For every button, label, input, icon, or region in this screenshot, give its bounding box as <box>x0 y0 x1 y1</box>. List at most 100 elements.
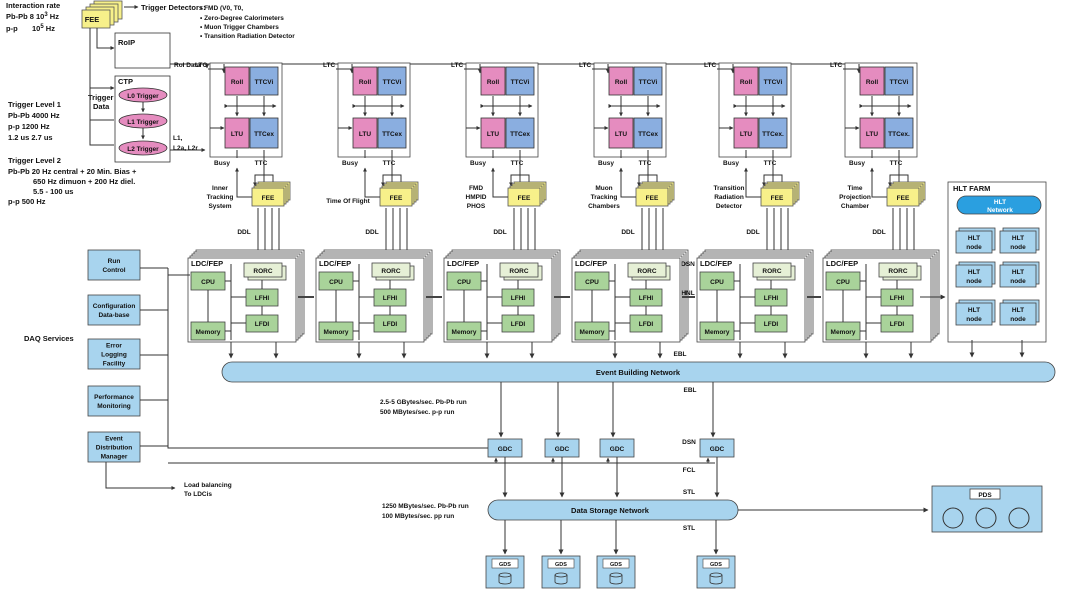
trigger-fee-stack: FEE <box>81 0 123 29</box>
gds-label: GDS <box>710 562 722 568</box>
busy-label: Busy <box>342 160 358 167</box>
ttc-label: TTC <box>255 160 268 167</box>
detector-name-line-3: Detector <box>716 203 743 210</box>
detector-name-line-2: Radiation <box>714 194 744 201</box>
gds-1: GDS <box>485 520 525 589</box>
lfhi-label: LFHI <box>383 295 398 302</box>
rorc-label: RORC <box>637 268 656 275</box>
stl-label-top: STL <box>683 489 695 496</box>
tape-reel-1 <box>942 507 964 529</box>
ltc-label: LTC <box>195 62 207 69</box>
roll-box <box>480 66 506 96</box>
rorc-box <box>752 262 792 278</box>
detector-name-line-2: HMPID <box>466 194 487 201</box>
pp-rate-unit: Hz <box>44 24 56 33</box>
event-building-network <box>221 361 1056 383</box>
ldc-fep-label: LDC/FEP <box>575 259 607 268</box>
lfhi-label: LFHI <box>890 295 905 302</box>
rorc-label: RORC <box>381 268 400 275</box>
detector-name-line-2: Tracking <box>591 194 618 201</box>
gdc-label: GDC <box>710 446 725 453</box>
service-label-line-3: Manager <box>101 454 128 461</box>
svg-text:Pb-Pb 8 103 Hz: Pb-Pb 8 103 Hz <box>6 12 59 21</box>
roll-box <box>352 66 378 96</box>
ltu-box <box>733 117 759 149</box>
pp-label: p-p <box>6 24 18 33</box>
ldc-fep-label: LDC/FEP <box>319 259 351 268</box>
l0-trigger-label: L0 Trigger <box>127 93 159 100</box>
cpu-label: CPU <box>457 279 471 286</box>
ldc-fep-label: LDC/FEP <box>191 259 223 268</box>
rorc-label: RORC <box>762 268 781 275</box>
ltc-label: LTC <box>830 62 842 69</box>
trigger-level-2-line1: Pb-Pb 20 Hz central + 20 Min. Bias + <box>8 167 137 176</box>
roip-label: RoIP <box>118 38 135 47</box>
fee-label: FEE <box>771 195 784 202</box>
stl-label-bottom: STL <box>683 525 695 532</box>
roll-label: Roll <box>615 79 627 86</box>
ltc-label: LTC <box>451 62 463 69</box>
ltu-label: LTU <box>359 131 371 138</box>
l-labels-1: L1, <box>173 135 183 142</box>
trigger-level-1-block: Trigger Level 1 Pb-Pb 4000 Hz p-p 1200 H… <box>8 100 61 142</box>
roll-box <box>733 66 759 96</box>
trigger-level-2-block: Trigger Level 2 Pb-Pb 20 Hz central + 20… <box>8 156 137 206</box>
service-label-line-2: Logging <box>101 352 127 359</box>
ttc-label: TTC <box>764 160 777 167</box>
trigger-level-1-latency: 1.2 us 2.7 us <box>8 133 53 142</box>
hlt-node-label-1: HLT <box>1012 307 1024 314</box>
interaction-rate-block: Interaction rate Pb-Pb 8 103 Hz p-p 105 … <box>6 1 60 33</box>
rorc-label: RORC <box>509 268 528 275</box>
cpu-label: CPU <box>710 279 724 286</box>
fcl-label: FCL <box>683 467 696 474</box>
hlt-node-label-2: node <box>966 278 982 285</box>
fee-label: FEE <box>897 195 910 202</box>
trigger-detector-3: • Muon Trigger Chambers <box>200 24 279 31</box>
ltc-label: LTC <box>323 62 335 69</box>
hlt-network-label-2: Network <box>987 207 1013 214</box>
gdc-label: GDC <box>555 446 570 453</box>
hlt-node-label-2: node <box>1010 278 1026 285</box>
pbpb-rate-exp: 3 <box>44 12 48 18</box>
ltu-box <box>859 117 885 149</box>
ttcvi-label: TTCVi <box>764 79 783 86</box>
data-storage-network-label: Data Storage Network <box>571 506 650 515</box>
service-label-line-2: Monitoring <box>97 403 131 410</box>
roll-label: Roll <box>487 79 499 86</box>
trigger-level-2-title: Trigger Level 2 <box>8 156 61 165</box>
lfdi-label: LFDI <box>383 321 398 328</box>
detector-name-line-3: System <box>208 203 231 210</box>
service-label-line-2: Distribution <box>96 445 132 452</box>
trigger-data-label-2: Data <box>93 102 110 111</box>
ldc-fep-label: LDC/FEP <box>447 259 479 268</box>
gds-label: GDS <box>499 562 511 568</box>
roll-box <box>859 66 885 96</box>
ddl-label: DDL <box>365 229 378 236</box>
ttc-label: TTC <box>511 160 524 167</box>
ttcex-label: TTCex <box>382 131 402 138</box>
trigger-fee-label: FEE <box>85 15 100 24</box>
l-labels-2: L2a, L2r <box>173 145 198 152</box>
fee-label: FEE <box>518 195 531 202</box>
ltu-label: LTU <box>487 131 499 138</box>
ebl-label-bottom: EBL <box>684 387 697 394</box>
ttcex-box <box>758 117 788 149</box>
ttc-label: TTC <box>890 160 903 167</box>
ttcvi-label: TTCVi <box>890 79 909 86</box>
rorc-box <box>371 262 411 278</box>
ltu-box <box>480 117 506 149</box>
ttcvi-box <box>505 66 535 96</box>
ttcex-box <box>505 117 535 149</box>
memory-label: Memory <box>831 329 856 336</box>
